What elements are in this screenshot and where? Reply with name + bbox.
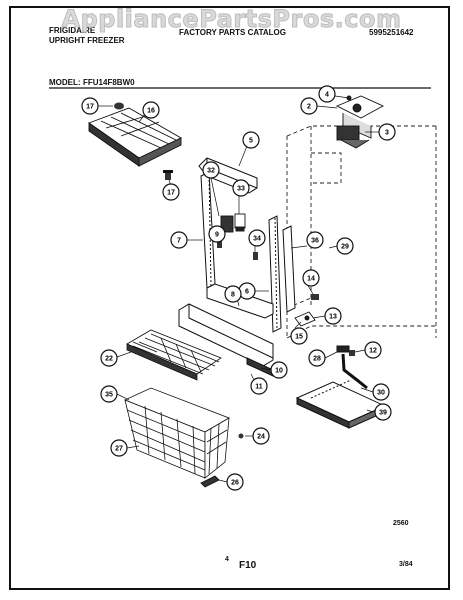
svg-text:34: 34: [253, 236, 261, 243]
wire-shelf-part: [126, 329, 222, 381]
wire-basket-part: [123, 387, 230, 479]
callout-27: 27: [110, 439, 128, 457]
svg-text:22: 22: [105, 356, 113, 363]
svg-text:24: 24: [257, 434, 265, 441]
callout-26: 26: [226, 473, 244, 491]
callout-33: 33: [232, 179, 250, 197]
screw-34: [253, 252, 258, 260]
svg-text:13: 13: [329, 314, 337, 321]
callout-14: 14: [302, 269, 320, 287]
screw-24: [238, 433, 244, 439]
callout-6: 6: [238, 282, 256, 300]
svg-text:27: 27: [115, 446, 123, 453]
page-mark: 4: [225, 556, 229, 563]
right-rail-part: [268, 215, 282, 333]
figure-code: 2560: [393, 520, 409, 527]
svg-text:30: 30: [377, 390, 385, 397]
screw-9: [217, 240, 222, 248]
svg-text:17: 17: [86, 104, 94, 111]
callout-24: 24: [252, 427, 270, 445]
bracket-part: [220, 213, 246, 233]
side-strip-part: [282, 225, 296, 313]
exploded-parts-drawing: 17 16 4 2 3 5 32 33 17 7 9 34 36 29 14 6…: [49, 85, 437, 491]
svg-text:29: 29: [341, 244, 349, 251]
callout-15: 15: [290, 327, 308, 345]
product-name: UPRIGHT FREEZER: [49, 36, 125, 45]
callout-17b: 17: [162, 183, 180, 201]
callout-8: 8: [224, 285, 242, 303]
hinge-part-13: [294, 311, 316, 327]
callout-12: 12: [364, 341, 382, 359]
svg-text:17: 17: [167, 190, 175, 197]
callout-35: 35: [100, 385, 118, 403]
figure-number: F10: [239, 560, 257, 571]
svg-text:35: 35: [105, 392, 113, 399]
fan-assembly-part: [335, 95, 385, 149]
svg-text:10: 10: [275, 368, 283, 375]
svg-text:39: 39: [379, 410, 387, 417]
catalog-title: FACTORY PARTS CATALOG: [179, 28, 286, 37]
svg-text:8: 8: [231, 292, 235, 299]
svg-text:3: 3: [385, 130, 389, 137]
callout-11: 11: [250, 377, 268, 395]
callout-39: 39: [374, 403, 392, 421]
svg-text:7: 7: [177, 238, 181, 245]
callout-3: 3: [378, 123, 396, 141]
cabinet-outline: [286, 125, 437, 339]
callout-28: 28: [308, 349, 326, 367]
callout-10: 10: [270, 361, 288, 379]
callout-7: 7: [170, 231, 188, 249]
svg-text:11: 11: [255, 384, 263, 391]
callout-16: 16: [142, 101, 160, 119]
callout-4: 4: [318, 85, 336, 103]
svg-text:4: 4: [325, 92, 329, 99]
revision-date: 3/84: [399, 561, 413, 568]
callout-17a: 17: [81, 97, 99, 115]
svg-text:12: 12: [369, 348, 377, 355]
svg-text:15: 15: [295, 334, 303, 341]
brand-name: FRIGIDAIRE: [49, 26, 96, 35]
clip-part-top: [114, 102, 124, 110]
svg-text:16: 16: [147, 108, 155, 115]
svg-text:5: 5: [249, 138, 253, 145]
screw-part: [163, 170, 173, 180]
callout-22: 22: [100, 349, 118, 367]
svg-text:28: 28: [313, 356, 321, 363]
base-grille-part: [178, 303, 274, 377]
svg-text:14: 14: [307, 276, 315, 283]
catalog-part-number: 5995251642: [369, 28, 414, 37]
svg-text:32: 32: [207, 168, 215, 175]
svg-text:9: 9: [215, 232, 219, 239]
svg-text:2: 2: [307, 104, 311, 111]
svg-text:26: 26: [231, 480, 239, 487]
callout-2: 2: [300, 97, 318, 115]
drain-assembly-part: [295, 345, 387, 429]
callout-29: 29: [336, 237, 354, 255]
top-cover-part: [88, 107, 182, 167]
callout-13: 13: [324, 307, 342, 325]
parts-diagram-page: FRIGIDAIRE UPRIGHT FREEZER FACTORY PARTS…: [9, 6, 450, 590]
callout-30: 30: [372, 383, 390, 401]
callout-34: 34: [248, 229, 266, 247]
bushing-part-14: [311, 294, 319, 300]
model-value: FFU14F8BW0: [83, 78, 135, 87]
svg-text:6: 6: [245, 289, 249, 296]
callout-9: 9: [208, 225, 226, 243]
callout-36: 36: [306, 231, 324, 249]
bottom-frame-part: [206, 283, 274, 319]
svg-text:36: 36: [311, 238, 319, 245]
svg-text:33: 33: [237, 186, 245, 193]
callout-32: 32: [202, 161, 220, 179]
model-label: MODEL:: [49, 78, 81, 87]
callout-5: 5: [242, 131, 260, 149]
callout-markers: 17 16 4 2 3 5 32 33 17 7 9 34 36 29 14 6…: [81, 85, 396, 491]
leg-part-12: [349, 350, 355, 356]
